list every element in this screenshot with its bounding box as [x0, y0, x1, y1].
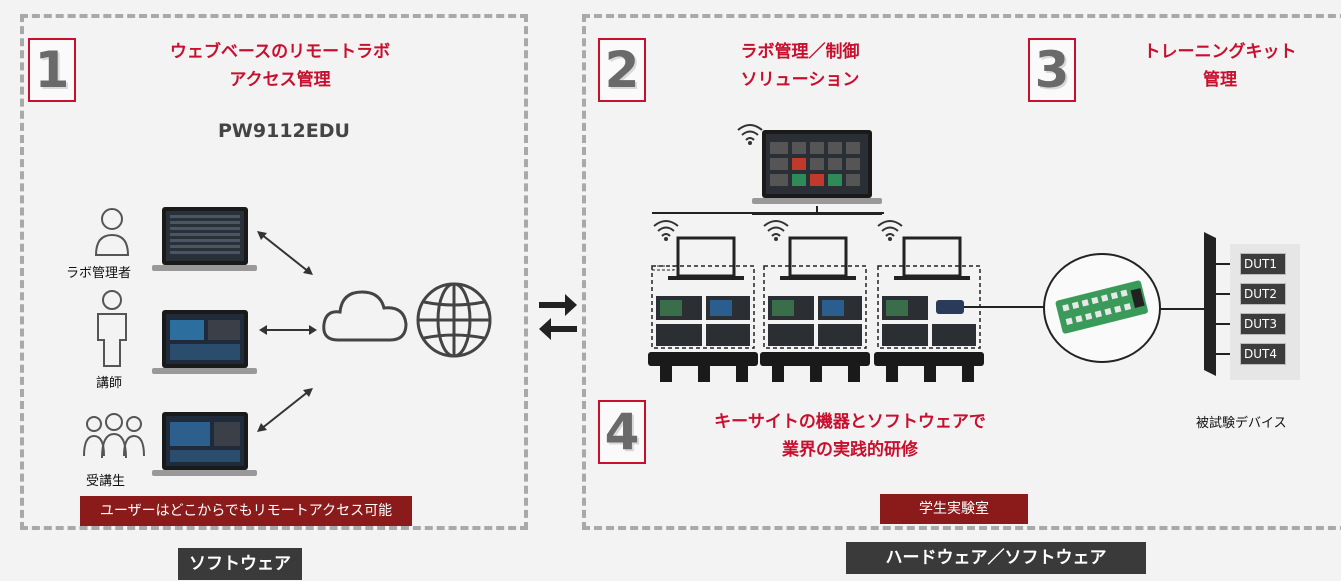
instructor-connection-arrow [259, 325, 317, 335]
admin-label: ラボ管理者 [66, 266, 132, 281]
control-laptop-icon [752, 130, 882, 204]
section-1-title-line1: ウェブベースのリモートラボ [169, 42, 391, 62]
remote-access-banner: ユーザーはどこからでもリモートアクセス可能 [80, 496, 412, 526]
dut-2: DUT2 [1240, 283, 1286, 305]
hardware-software-panel [582, 14, 1341, 530]
section-2-title-line2: ソリューション [740, 70, 860, 90]
station-bus-line [652, 212, 884, 214]
admin-user-icon [94, 208, 130, 256]
dut-4: DUT4 [1240, 343, 1286, 365]
section-3-title-line1: トレーニングキット [1143, 42, 1297, 62]
wifi-icon [653, 220, 679, 241]
instructor-label: 講師 [96, 376, 123, 391]
section-3-number: 3 [1028, 38, 1076, 102]
lab-station-2 [760, 236, 870, 382]
wifi-icon [763, 220, 789, 241]
wifi-icon [737, 124, 763, 145]
instructor-user-icon [97, 290, 127, 367]
hardware-software-tag: ハードウェア／ソフトウェア [846, 542, 1146, 574]
section-1-title-line2: アクセス管理 [229, 70, 331, 90]
section-4-title-line1: キーサイトの機器とソフトウェアで [714, 412, 986, 432]
section-4-number: 4 [598, 400, 646, 464]
admin-laptop-icon [152, 207, 257, 271]
student-connection-arrow [257, 388, 313, 432]
exchange-arrows-icon [539, 294, 577, 340]
section-4-title: キーサイトの機器とソフトウェアで 業界の実践的研修 [660, 408, 1040, 464]
dut-1: DUT1 [1240, 253, 1286, 275]
globe-icon [416, 282, 492, 358]
software-panel [20, 14, 528, 530]
training-kit-icon [1043, 253, 1161, 363]
students-group-icon [83, 413, 145, 459]
section-3-title-line2: 管理 [1203, 70, 1237, 90]
product-name: PW9112EDU [218, 120, 350, 142]
lab-station-3 [874, 236, 984, 382]
section-2-title-line1: ラボ管理／制御 [740, 42, 860, 62]
admin-connection-arrow [257, 231, 313, 275]
software-tag: ソフトウェア [178, 548, 302, 580]
student-lab-banner: 学生実験室 [880, 494, 1028, 524]
section-4-title-line2: 業界の実践的研修 [782, 440, 918, 460]
section-1-number: 1 [28, 38, 76, 102]
dut-3: DUT3 [1240, 313, 1286, 335]
section-1-title: ウェブベースのリモートラボ アクセス管理 [130, 38, 430, 94]
student-laptop-icon [152, 412, 257, 476]
cloud-icon [322, 290, 408, 342]
section-3-title: トレーニングキット 管理 [1110, 38, 1330, 94]
lab-station-1 [648, 236, 758, 382]
kit-cable [964, 306, 1044, 308]
dut-bus [1160, 232, 1230, 376]
wifi-icon [877, 220, 903, 241]
students-label: 受講生 [86, 474, 126, 489]
section-2-number: 2 [598, 38, 646, 102]
instructor-laptop-icon [152, 310, 257, 374]
section-2-title: ラボ管理／制御 ソリューション [690, 38, 910, 94]
dut-caption: 被試験デバイス [1196, 416, 1287, 431]
